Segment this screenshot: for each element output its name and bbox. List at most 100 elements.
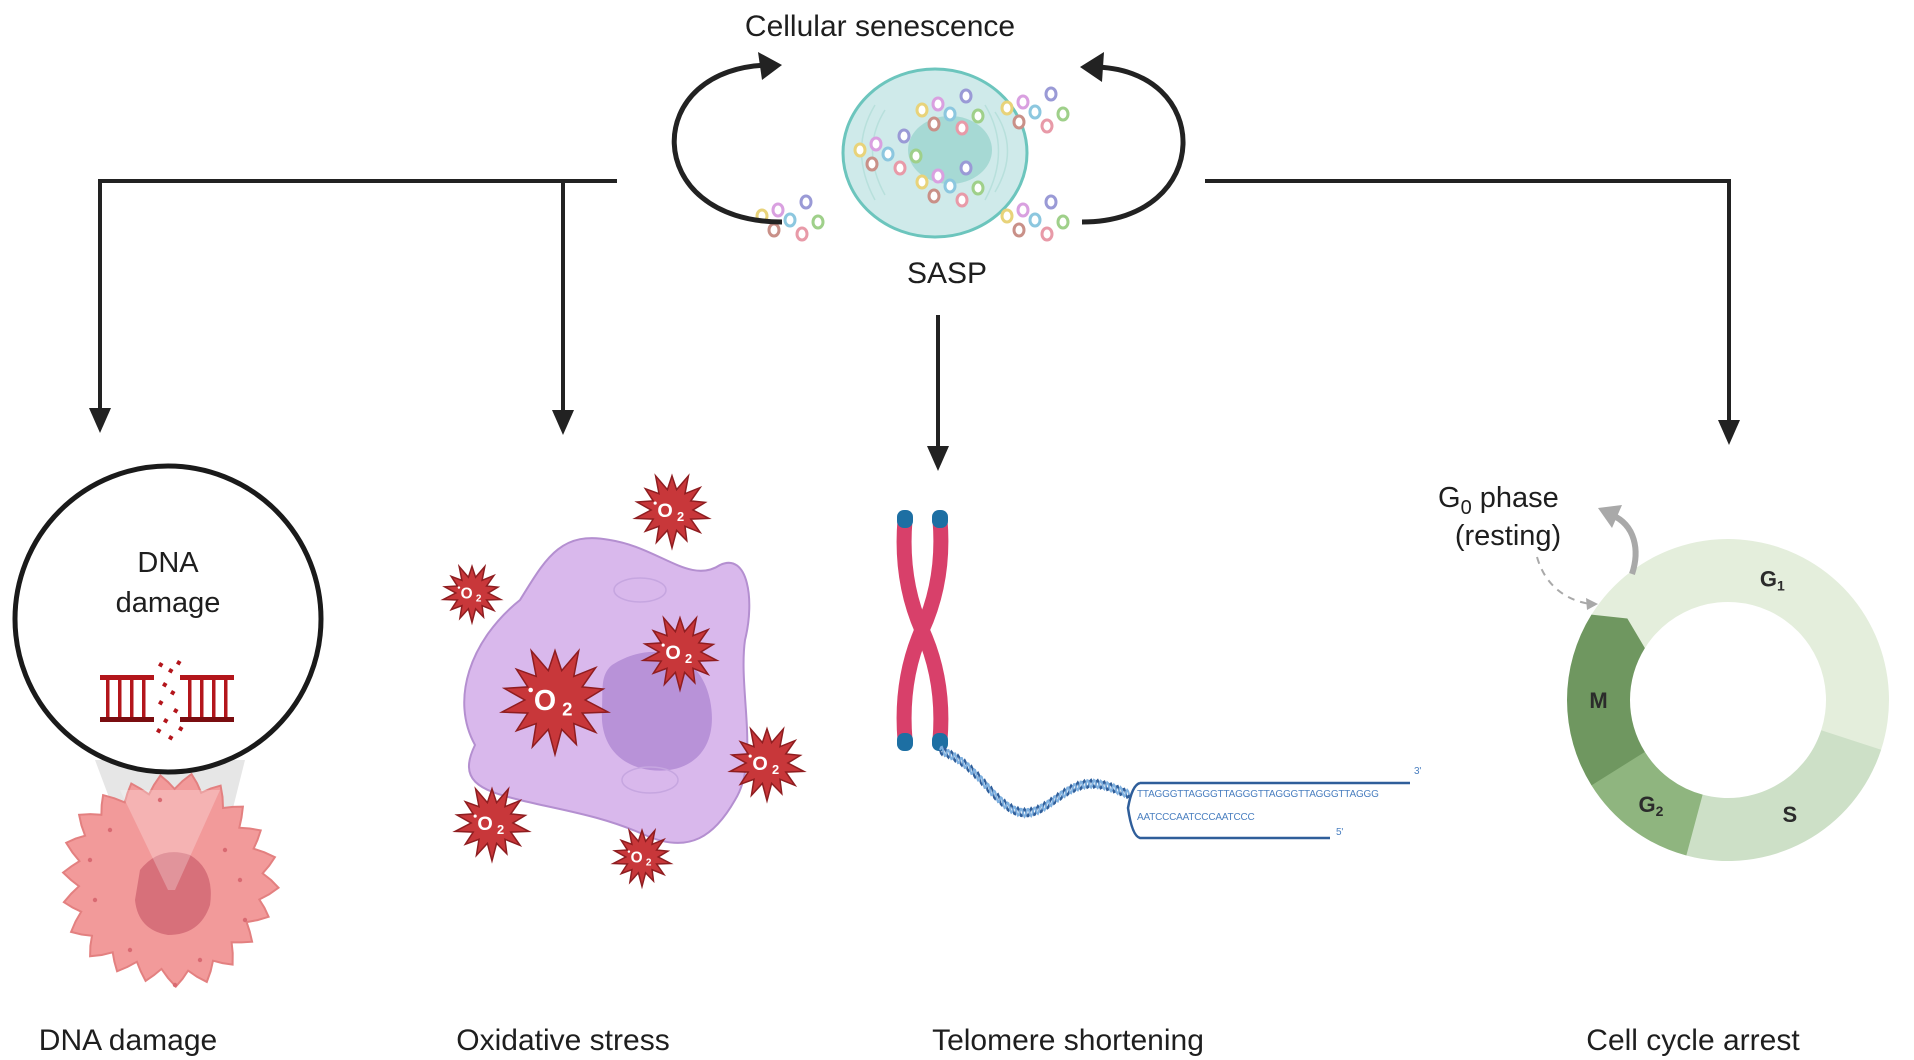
dna-rung <box>200 680 204 717</box>
dna-helix <box>939 745 1131 819</box>
sasp-particle <box>971 108 985 124</box>
ros-subscript: 2 <box>476 593 482 604</box>
ros-star-icon <box>632 473 712 551</box>
loop-arrow-left <box>671 62 783 225</box>
sasp-particle <box>931 168 945 184</box>
cycle-phase-label: S <box>1782 802 1797 827</box>
inset-label-line1: DNA <box>137 547 199 579</box>
sasp-particle <box>915 174 929 190</box>
ros-star-icon <box>640 615 720 693</box>
sasp-particle <box>927 188 941 204</box>
arrow-to-cell-cycle <box>1205 179 1731 428</box>
telomere-cap <box>932 733 948 751</box>
mitochondrion-1 <box>613 577 667 603</box>
label-cell-cycle-arrest: Cell cycle arrest <box>1586 1024 1800 1057</box>
dna-rung <box>212 680 216 717</box>
ros-star-icon <box>440 563 504 626</box>
telomere-panel: TTAGGGTTAGGGTTAGGGTTAGGGTTAGGGTTAGGG AAT… <box>896 510 1422 840</box>
dna-fragment <box>176 660 182 666</box>
sasp-particle <box>955 192 969 208</box>
sasp-particle <box>897 128 911 144</box>
sasp-particle <box>1012 222 1026 238</box>
ros-subscript: 2 <box>646 857 652 868</box>
sasp-particles <box>755 86 1070 242</box>
sasp-particle <box>915 102 929 118</box>
inset-label-line2: damage <box>116 587 221 619</box>
g0-label-line1: G0 phase <box>1438 482 1559 519</box>
pink-cell-nucleus <box>135 852 211 935</box>
ros-star-icon <box>610 827 674 890</box>
speckle <box>107 827 113 833</box>
helix-strand-1 <box>939 746 1131 818</box>
speckle <box>222 847 228 853</box>
sasp-particle <box>1044 86 1058 102</box>
sasp-particle <box>893 160 907 176</box>
label-dna-damage: DNA damage <box>39 1024 217 1057</box>
speckle <box>87 857 93 863</box>
ros-subscript: 2 <box>677 509 684 524</box>
dna-fragment <box>158 700 164 706</box>
cell-speckles <box>87 797 248 988</box>
strand-top-end: 3' <box>1414 766 1421 777</box>
sasp-particle <box>771 202 785 218</box>
arrowhead-icon <box>552 410 574 435</box>
dna-rung <box>142 680 146 717</box>
telomere-cap <box>932 510 948 528</box>
ros-star-icon <box>727 726 807 804</box>
dna-damage-inset-circle <box>12 463 324 775</box>
sasp-particle <box>1016 202 1030 218</box>
ros-symbol: O <box>631 849 643 866</box>
cycle-phase-label: M <box>1589 688 1607 713</box>
telomere-cap <box>897 510 913 528</box>
dna-backbone <box>100 675 154 680</box>
telomere-strands <box>1126 781 1410 840</box>
sasp-particle <box>1012 114 1026 130</box>
senescent-cell <box>755 67 1070 242</box>
sasp-particle <box>971 180 985 196</box>
radical-dot <box>748 754 752 758</box>
arrowhead-icon <box>927 446 949 471</box>
strand-top-sequence: TTAGGGTTAGGGTTAGGGTTAGGGTTAGGGTTAGGG <box>1137 789 1379 800</box>
speckle <box>92 897 98 903</box>
arrowhead-icon <box>1718 420 1740 445</box>
sasp-particle <box>955 120 969 136</box>
ros-symbol: O <box>752 753 767 775</box>
sasp-particle <box>959 160 973 176</box>
sasp-particle <box>931 96 945 112</box>
sasp-particle <box>869 136 883 152</box>
g0-exit-arrow <box>1610 512 1639 575</box>
dna-damage-panel: DNA damage <box>12 463 324 989</box>
oxidative-cell-nucleus <box>601 651 712 771</box>
dna-backbone <box>100 717 154 722</box>
speckle <box>237 877 243 883</box>
sasp-particle <box>943 106 957 122</box>
dna-fragment <box>178 726 184 732</box>
strand-bottom-sequence: AATCCCAATCCCAATCCC <box>1137 812 1255 823</box>
arrowhead-icon <box>89 408 111 433</box>
dna-fragment <box>162 682 168 688</box>
ros-subscript: 2 <box>497 822 504 837</box>
ros-symbol: O <box>657 500 672 522</box>
ros-subscript: 2 <box>685 651 692 666</box>
sasp-particle <box>1028 212 1042 228</box>
sasp-particle <box>799 194 813 210</box>
radical-dot <box>473 814 477 818</box>
sasp-particle <box>795 226 809 242</box>
radical-dot <box>457 586 461 589</box>
strand-bottom-end: 5' <box>1336 827 1343 838</box>
connector-lines <box>98 179 1731 452</box>
sasp-particle <box>1040 226 1054 242</box>
sasp-particle <box>1056 214 1070 230</box>
ros-symbol: O <box>461 585 473 602</box>
sasp-particle <box>783 212 797 228</box>
dna-fragment <box>168 668 174 674</box>
speckle <box>172 982 178 988</box>
ros-symbol: O <box>665 642 680 664</box>
dna-rung <box>130 680 134 717</box>
sasp-particle <box>959 88 973 104</box>
loop-arrow-left-head <box>758 52 782 80</box>
